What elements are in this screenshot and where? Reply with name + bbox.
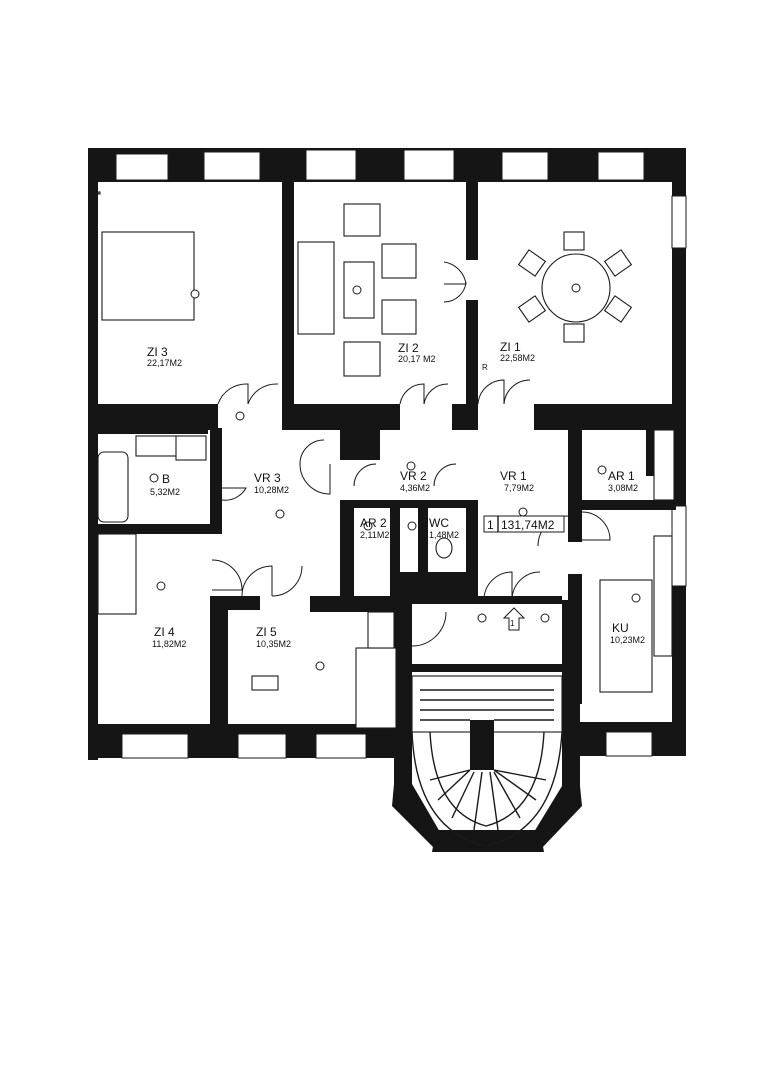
room-area: 11,82M2 <box>152 639 186 649</box>
room-area: 20,17 M2 <box>398 354 436 364</box>
room-area: 10,28M2 <box>254 485 289 495</box>
room-name: ZI 1 <box>500 340 521 354</box>
total-index: 1 <box>487 518 494 532</box>
room-b: B 5,32M2 <box>149 472 180 497</box>
interior-walls <box>88 180 676 728</box>
room-name: AR 1 <box>608 469 635 483</box>
room-zi4: ZI 4 11,82M2 <box>152 625 186 649</box>
room-name: VR 3 <box>254 471 281 485</box>
total-area: 131,74M2 <box>501 518 555 532</box>
room-area: 10,23M2 <box>610 635 645 645</box>
room-zi2: ZI 2 20,17 M2 <box>398 341 436 364</box>
room-area: 1,48M2 <box>429 530 459 540</box>
entrance-number: 1 <box>510 619 515 628</box>
room-area: 4,36M2 <box>400 483 430 493</box>
room-zi1: ZI 1 22,58M2 <box>500 340 535 363</box>
room-ku: KU 10,23M2 <box>610 621 645 645</box>
room-area: 22,58M2 <box>500 353 535 363</box>
room-area: 7,79M2 <box>504 483 534 493</box>
room-name: ZI 4 <box>154 625 175 639</box>
ceiling-lights <box>156 283 641 671</box>
windows <box>115 149 687 759</box>
room-zi3: ZI 3 22,17M2 <box>147 345 182 368</box>
room-name: WC <box>429 516 449 530</box>
room-vr3: VR 3 10,28M2 <box>254 471 289 495</box>
fixture-mark: R <box>482 363 488 372</box>
room-ar2: AR 2 2,11M2 <box>360 516 389 540</box>
room-name: VR 2 <box>400 469 427 483</box>
room-name: AR 2 <box>360 516 387 530</box>
room-zi5: ZI 5 10,35M2 <box>256 625 291 649</box>
room-name: ZI 3 <box>147 345 168 359</box>
room-wc: WC 1,48M2 <box>429 516 459 540</box>
room-area: 3,08M2 <box>608 483 638 493</box>
room-area: 22,17M2 <box>147 358 182 368</box>
total-area-box: 1 131,74M2 <box>483 515 565 533</box>
room-name: ZI 2 <box>398 341 419 355</box>
room-area: 2,11M2 <box>360 530 389 540</box>
entrance-marker: 1 R <box>482 363 526 631</box>
room-area: 5,32M2 <box>150 487 180 497</box>
room-labels: ZI 3 22,17M2 ZI 2 20,17 M2 ZI 1 22,58M2 … <box>147 340 645 649</box>
room-ar1: AR 1 3,08M2 <box>608 469 638 493</box>
doors <box>211 261 611 647</box>
room-vr1: VR 1 7,79M2 <box>500 469 534 493</box>
room-vr2: VR 2 4,36M2 <box>400 469 430 493</box>
room-name: ZI 5 <box>256 625 277 639</box>
room-name: VR 1 <box>500 469 527 483</box>
room-name: B <box>162 472 170 486</box>
room-area: 10,35M2 <box>256 639 291 649</box>
room-name: KU <box>612 621 629 635</box>
